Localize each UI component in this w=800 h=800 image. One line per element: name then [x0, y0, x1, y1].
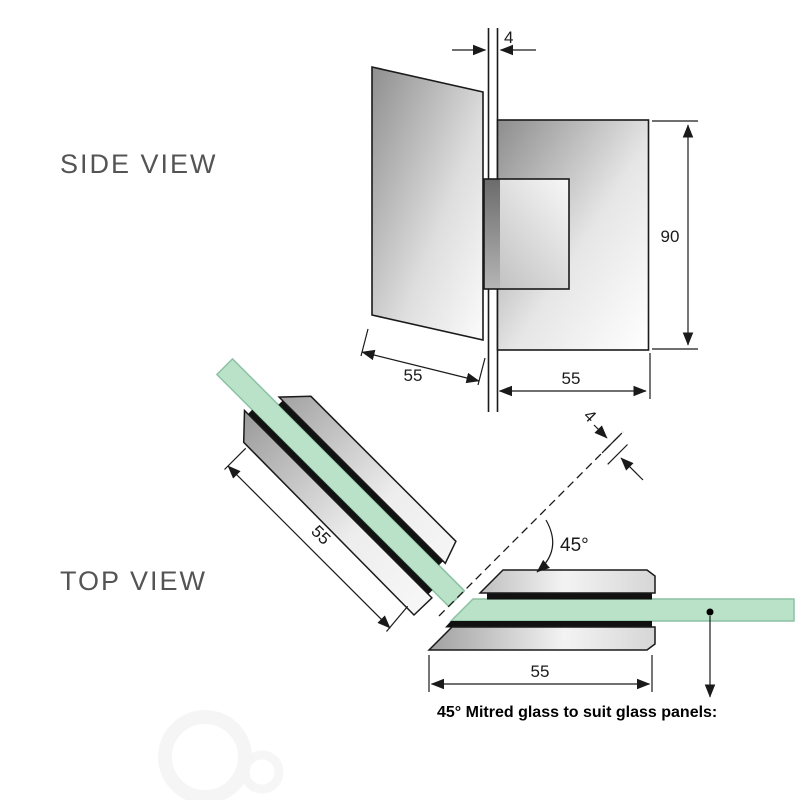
glass-strip-horizontal [449, 598, 795, 622]
dim-left-width-value: 55 [404, 366, 423, 385]
side-view-diagram: SIDE VIEW 4 90 [60, 28, 698, 412]
dim-height-value: 90 [661, 227, 680, 246]
note-callout: 45° Mitred glass to suit glass panels: [437, 608, 717, 721]
clamp-bar-horizontal-bottom [427, 626, 656, 651]
side-view-label: SIDE VIEW [60, 149, 218, 179]
dim-height-90: 90 [652, 120, 698, 350]
glass-strip-diagonal [215, 357, 466, 608]
hinge-block [483, 178, 570, 290]
angle-45-label: 45° [560, 535, 589, 556]
gasket-horizontal-bottom [445, 621, 652, 628]
dim-bottom-width-value: 55 [531, 662, 550, 681]
watermark [158, 710, 284, 800]
dim-gap-4: 4 [452, 28, 536, 56]
dim-bottom-55: 55 [428, 655, 653, 692]
dim-right-width-value: 55 [562, 369, 581, 388]
dim-mitre-gap-4: 4 [580, 406, 644, 481]
note-leader-dot [706, 608, 714, 616]
top-view-label: TOP VIEW [60, 566, 207, 596]
angle-45: 45° [536, 519, 589, 573]
note-text: 45° Mitred glass to suit glass panels: [437, 704, 717, 721]
hinge-clamp-band [484, 179, 500, 289]
gasket-horizontal-top [487, 593, 652, 600]
dim-mitre-gap-value: 4 [580, 406, 600, 426]
dim-left-55: 55 [360, 328, 486, 386]
angle-arc [536, 519, 554, 573]
mitre-dashed-line [438, 431, 624, 617]
dim-gap-value: 4 [504, 28, 513, 47]
top-view-diagram: TOP VIEW 4 45° [60, 357, 795, 800]
glass-panel-left [371, 65, 484, 342]
clamp-bar-horizontal-top [478, 569, 656, 594]
dim-right-55: 55 [498, 353, 651, 399]
